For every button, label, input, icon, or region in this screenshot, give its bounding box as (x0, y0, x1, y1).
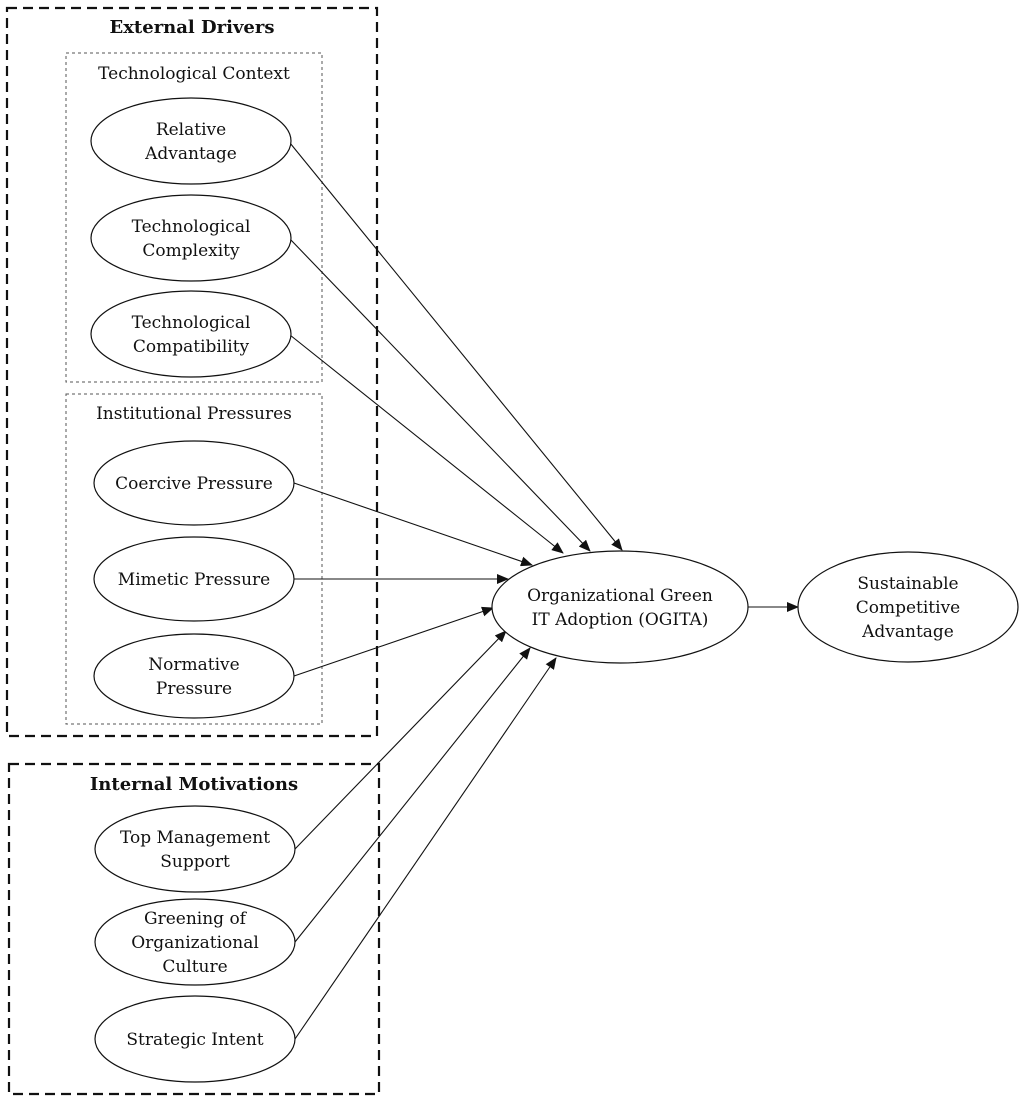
node-ellipse (90, 290, 292, 378)
technological-context-box (65, 52, 323, 383)
node-label-line: Culture (162, 957, 227, 977)
technological-context-title: Technological Context (98, 64, 290, 84)
node-ellipse (94, 898, 296, 986)
arrow-tech-complexity-to-ogita (289, 238, 591, 552)
node-label-line: Normative (148, 655, 239, 675)
arrow-relative-advantage-to-ogita (289, 142, 623, 551)
node-label-line: IT Adoption (OGITA) (532, 610, 709, 630)
node-label-line: Technological (132, 217, 251, 237)
node-label-line: Strategic Intent (126, 1030, 263, 1050)
node-label-line: Greening of (144, 909, 248, 929)
node-label-line: Organizational Green (527, 586, 713, 606)
node-ellipse (93, 440, 295, 526)
arrow-tech-compatibility-to-ogita (289, 334, 564, 554)
node-label-line: Pressure (156, 679, 232, 699)
node-ellipse (94, 805, 296, 893)
node-ellipse (90, 97, 292, 185)
edges-layer (289, 142, 799, 1040)
node-coercive-pressure: Coercive Pressure (93, 440, 295, 526)
internal-motivations-title: Internal Motivations (90, 774, 298, 795)
arrow-greening-culture-to-ogita (294, 647, 531, 943)
node-ellipse (491, 550, 749, 664)
node-mimetic-pressure: Mimetic Pressure (93, 536, 295, 622)
node-ellipse (93, 633, 295, 719)
institutional-pressures-box (65, 393, 323, 725)
node-strategic-intent: Strategic Intent (94, 995, 296, 1083)
node-label-line: Relative (156, 120, 226, 140)
arrow-normative-pressure-to-ogita (293, 606, 494, 677)
node-label-line: Support (160, 852, 230, 872)
node-label-line: Advantage (861, 622, 954, 642)
node-ellipse (797, 551, 1019, 663)
node-label-line: Competitive (856, 598, 961, 618)
node-label-line: Sustainable (857, 574, 958, 594)
external-drivers-title: External Drivers (109, 17, 274, 38)
node-ellipse (93, 536, 295, 622)
node-ellipse (90, 194, 292, 282)
node-label-line: Complexity (142, 241, 240, 261)
node-label-line: Organizational (131, 933, 259, 953)
node-label-line: Compatibility (133, 337, 250, 357)
node-ogita: Organizational Green IT Adoption (OGITA) (491, 550, 749, 664)
node-ellipse (94, 995, 296, 1083)
node-label-line: Coercive Pressure (115, 474, 273, 494)
external-drivers-box (5, 6, 379, 738)
node-label-line: Mimetic Pressure (118, 570, 270, 590)
institutional-pressures-title: Institutional Pressures (96, 404, 292, 424)
nodes-layer: RelativeAdvantageTechnologicalComplexity… (90, 97, 1019, 1083)
internal-motivations-box (7, 762, 381, 1096)
node-label-line: Advantage (144, 144, 237, 164)
arrow-top-management-support-to-ogita (294, 630, 507, 850)
arrow-strategic-intent-to-ogita (294, 657, 557, 1040)
node-label-line: Top Management (120, 828, 270, 848)
arrow-coercive-pressure-to-ogita (293, 482, 533, 567)
node-label-line: Technological (132, 313, 251, 333)
